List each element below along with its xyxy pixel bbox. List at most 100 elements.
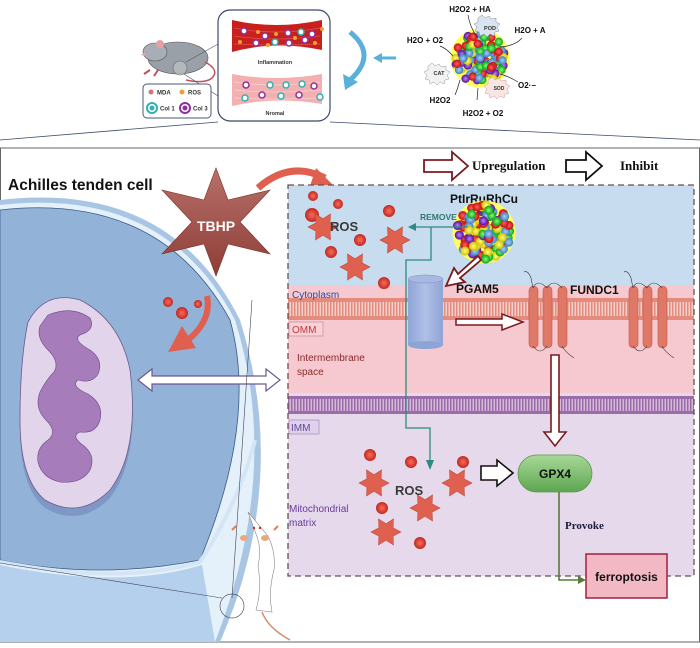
nanoparticle-atom bbox=[492, 216, 502, 226]
nanozyme-to-pgam5-arrow bbox=[444, 254, 483, 288]
nanoparticle-atom bbox=[465, 48, 474, 58]
top-legend: MDA ROS Col 1 Col 3 bbox=[142, 83, 212, 119]
nanoparticle-atom bbox=[499, 218, 509, 228]
mitochondrion-icon bbox=[19, 297, 133, 516]
cell-title: Achilles tenden cell bbox=[8, 177, 153, 194]
legend-col3: Col 3 bbox=[193, 107, 208, 113]
nanoparticle-atom bbox=[494, 47, 503, 56]
ros-star-icon bbox=[441, 469, 473, 497]
inflammation-cells bbox=[238, 27, 324, 47]
nanoparticle-atom bbox=[478, 216, 488, 226]
nanoparticle-atom bbox=[454, 230, 464, 240]
ros-ball-icon bbox=[405, 456, 417, 468]
ros-star-icon bbox=[307, 213, 339, 241]
reaction-arrows bbox=[439, 14, 523, 101]
ptirrurhcu-nanozyme-icon bbox=[452, 200, 516, 264]
inner-membrane bbox=[288, 396, 694, 414]
nanoparticle-atom bbox=[481, 254, 491, 264]
ros-ball-icon bbox=[364, 449, 376, 461]
nanoparticle-atom bbox=[464, 225, 474, 235]
recovery-arrow-icon bbox=[343, 30, 396, 90]
pod-label: POD bbox=[484, 26, 496, 32]
nanoparticle-atom bbox=[453, 43, 463, 52]
tbhp-star-icon bbox=[161, 167, 271, 277]
fundc1-label: FUNDC1 bbox=[570, 283, 619, 297]
upregulation-label: Upregulation bbox=[472, 158, 546, 173]
normal-cells bbox=[241, 80, 324, 102]
nanoparticle-atom bbox=[453, 221, 463, 231]
legend-col1: Col 1 bbox=[160, 107, 175, 113]
nanoparticle-atom bbox=[471, 226, 481, 236]
inhibit-label: Inhibit bbox=[620, 158, 659, 173]
outer-membrane bbox=[288, 300, 694, 318]
provoke-label: Provoke bbox=[565, 520, 604, 532]
ros-ball-icon bbox=[414, 537, 426, 549]
zoom-line-right bbox=[329, 121, 700, 141]
nanoparticle-atom bbox=[469, 241, 479, 251]
nanoparticle-atom bbox=[487, 44, 496, 53]
cytoplasm-label: Cytoplasm bbox=[292, 290, 339, 301]
nanoparticle-atom bbox=[461, 74, 470, 83]
gpx4-label: GPX4 bbox=[539, 467, 571, 481]
mouse-icon bbox=[141, 40, 219, 97]
main-panel: Achilles tenden cell TBHP bbox=[0, 147, 700, 643]
ros-ball-icon bbox=[333, 199, 343, 209]
sod-label: SOD bbox=[494, 86, 505, 92]
ros-inhibit-gpx4-arrow bbox=[480, 458, 515, 488]
nanoparticle-atom bbox=[494, 37, 504, 47]
ros-top-label: ROS bbox=[330, 219, 359, 234]
matrix-region bbox=[288, 393, 694, 576]
remove-arrowhead-bottom bbox=[426, 460, 434, 470]
inhibit-arrow-icon bbox=[565, 150, 604, 182]
nanoparticle-atom bbox=[498, 56, 507, 65]
nanoparticle-atom bbox=[486, 63, 496, 72]
cat-label: CAT bbox=[434, 71, 446, 77]
zoom-line-left bbox=[0, 121, 219, 141]
omm-label: OMM bbox=[292, 325, 316, 336]
zoom-double-arrow bbox=[137, 367, 281, 393]
ros-cluster-cytoplasm bbox=[305, 191, 411, 289]
nanoparticle-atom bbox=[475, 53, 485, 63]
ros-star-icon bbox=[370, 518, 402, 546]
nanozyme-cluster-icon bbox=[450, 28, 510, 88]
matrix-label-1: Mitochondrial bbox=[289, 504, 348, 515]
legend-mda: MDA bbox=[157, 91, 171, 97]
sod-burst-icon bbox=[483, 76, 511, 100]
ros-ball-icon bbox=[325, 246, 337, 258]
pod-reactant-label: H2O2 + HA bbox=[449, 5, 491, 14]
nanoparticle-atom bbox=[484, 205, 494, 215]
inflammation-label: Inflammation bbox=[258, 60, 293, 66]
normal-label: Nromal bbox=[266, 111, 285, 117]
rat-icon bbox=[0, 299, 291, 641]
ros-star-icon bbox=[358, 469, 390, 497]
remove-label: REMOVE bbox=[420, 212, 457, 222]
nanoparticle-atom bbox=[483, 247, 493, 257]
nanoparticle-atom bbox=[476, 47, 485, 56]
ros-ball-icon bbox=[378, 277, 390, 289]
provoke-arrowhead bbox=[578, 576, 586, 584]
provoke-line bbox=[558, 492, 580, 581]
nanoparticle-atom bbox=[473, 39, 482, 48]
nanoparticle-atom bbox=[468, 72, 477, 81]
arrow-legend: Upregulation Inhibit bbox=[423, 150, 659, 182]
upregulation-arrow-icon bbox=[423, 150, 470, 182]
pgam5-channel-icon bbox=[407, 274, 444, 349]
ros-ball-icon bbox=[354, 234, 366, 246]
fundc1-protein-icon bbox=[528, 285, 668, 349]
nanoparticle-atom bbox=[467, 209, 477, 219]
ros-dot bbox=[179, 89, 185, 95]
tbhp-label: TBHP bbox=[197, 218, 235, 234]
nanoparticle-atom bbox=[504, 237, 514, 247]
remove-arrowhead bbox=[408, 223, 416, 231]
ferroptosis-label: ferroptosis bbox=[595, 570, 658, 584]
ferroptosis-node bbox=[585, 553, 668, 599]
pod-burst-icon bbox=[473, 14, 501, 38]
nanoparticle-atom bbox=[497, 232, 507, 242]
intermembrane-label-2: space bbox=[297, 367, 324, 378]
cat-reactant-label: H2O2 bbox=[430, 96, 451, 105]
mda-dot bbox=[148, 89, 154, 95]
cat-burst-icon bbox=[423, 62, 451, 86]
sod-reactant-label: O2·− bbox=[518, 81, 536, 90]
tissue-comparison-box: Inflammation Nromal bbox=[217, 9, 331, 122]
